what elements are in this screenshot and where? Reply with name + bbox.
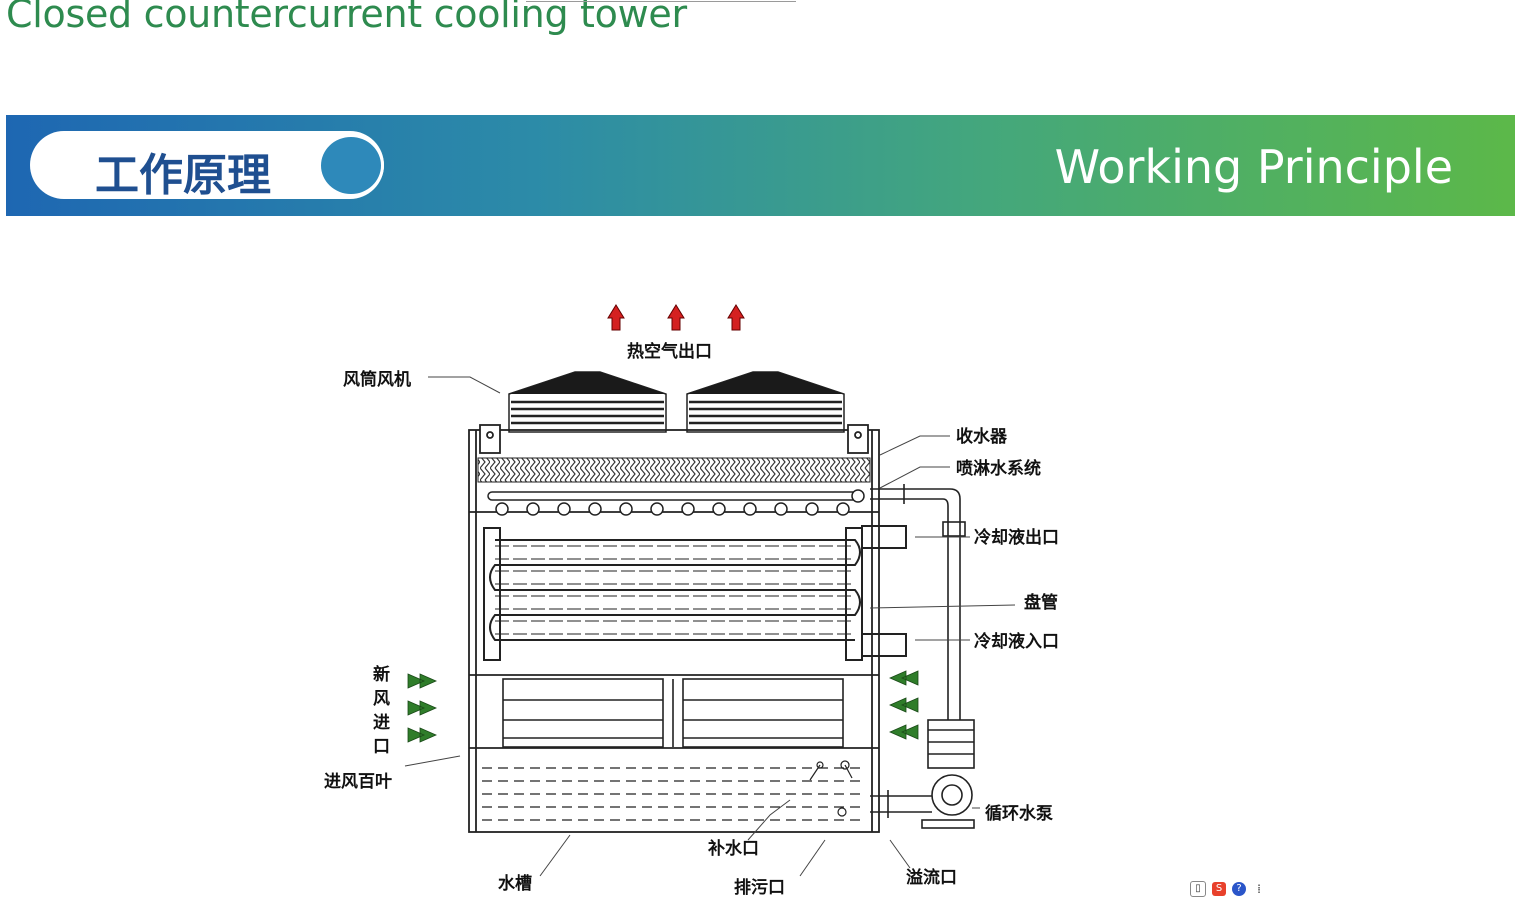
hot-air-arrow (727, 304, 745, 331)
page-title: Closed countercurrent cooling tower (6, 0, 687, 36)
label-coolant-inlet: 冷却液入口 (974, 631, 1059, 652)
section-title-en: Working Principle (1054, 140, 1453, 194)
system-tray: ▯ S ? ⁞ (1190, 880, 1266, 898)
label-hot-air-outlet: 热空气出口 (627, 341, 712, 362)
hot-air-arrows (607, 304, 745, 331)
label-fresh-air-4: 口 (373, 737, 390, 757)
fresh-air-arrow (407, 673, 437, 689)
fresh-air-arrow (407, 727, 437, 743)
fresh-air-arrows-right (889, 670, 919, 740)
label-water-tank: 水槽 (498, 873, 532, 894)
spray-system-pipe (487, 489, 865, 516)
water-collector-mesh (477, 457, 871, 483)
fresh-air-arrow (889, 697, 919, 713)
title-divider (526, 1, 796, 2)
label-inlet-louver: 进风百叶 (324, 772, 392, 792)
label-fresh-air-3: 进 (373, 713, 390, 733)
tower-casing (468, 424, 880, 833)
pill-circle-decoration (318, 134, 384, 197)
hot-air-arrow (607, 304, 625, 331)
fan-units (508, 371, 845, 433)
label-circulating-pump: 循环水泵 (985, 803, 1053, 824)
fresh-air-arrow (889, 724, 919, 740)
label-fresh-air-2: 风 (373, 689, 390, 709)
label-coil: 盘管 (1024, 592, 1058, 613)
document-icon[interactable]: ▯ (1190, 881, 1206, 897)
section-title-cn: 工作原理 (95, 150, 271, 201)
label-makeup-inlet: 补水口 (707, 838, 759, 859)
help-icon[interactable]: ? (1232, 882, 1246, 896)
leader-lines (404, 376, 1016, 877)
fresh-air-arrows-left (407, 673, 437, 743)
coil-tubes (483, 525, 907, 661)
fresh-air-arrow (889, 670, 919, 686)
label-spray-system: 喷淋水系统 (956, 458, 1041, 479)
hot-air-arrow (667, 304, 685, 331)
external-piping (870, 484, 975, 829)
label-fan-cylinder: 风筒风机 (343, 369, 411, 390)
water-tank (482, 760, 866, 821)
inlet-louvers (502, 678, 844, 748)
label-fresh-air-1: 新 (373, 664, 390, 685)
label-overflow-outlet: 溢流口 (906, 867, 957, 888)
expand-icon[interactable]: ⁞ (1252, 882, 1266, 896)
label-coolant-outlet: 冷却液出口 (974, 527, 1059, 548)
fresh-air-arrow (407, 700, 437, 716)
sogou-s-icon[interactable]: S (1212, 882, 1226, 896)
label-drain-outlet: 排污口 (734, 877, 785, 898)
label-water-collector: 收水器 (956, 426, 1008, 447)
